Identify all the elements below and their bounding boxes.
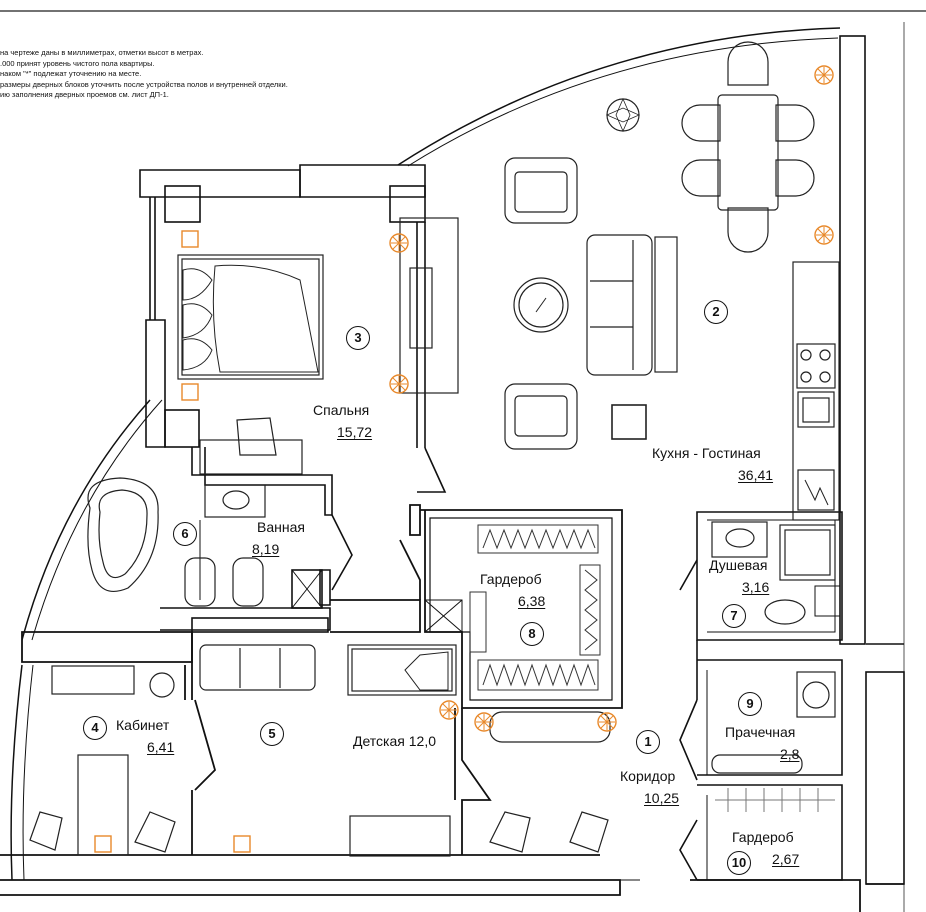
wardrobe-rails — [469, 524, 601, 691]
room-number-9: 9 — [738, 692, 762, 716]
bedroom-furniture — [177, 254, 324, 475]
kitchen-counter — [792, 261, 840, 521]
room-number-3: 3 — [346, 326, 370, 350]
room-area-corridor: 10,25 — [644, 790, 680, 806]
room-number-5: 5 — [260, 722, 284, 746]
exterior-curved-wall — [10, 27, 841, 881]
room-area-wardrobe: 6,38 — [518, 593, 546, 609]
room-number-6: 6 — [173, 522, 197, 546]
room-furniture — [29, 644, 611, 857]
drawing-notes: на чертеже даны в миллиметрах, отметки в… — [0, 48, 288, 101]
room-name-kitchen-living: Кухня - Гостиная — [652, 445, 761, 461]
room-name-bathroom: Ванная — [257, 519, 305, 535]
room-area-kitchen-living: 36,41 — [738, 467, 774, 483]
room-area-bedroom: 15,72 — [337, 424, 373, 440]
bedroom-walls — [139, 164, 447, 493]
room-name-laundry: Прачечная — [725, 724, 796, 740]
room-name-bedroom: Спальня — [313, 402, 370, 418]
wet-room-fixtures — [711, 521, 836, 812]
room-number-4: 4 — [83, 716, 107, 740]
ceiling-light-fixtures — [94, 65, 834, 853]
room-name-shower: Душевая — [709, 557, 768, 573]
bathroom-fixtures — [87, 477, 266, 607]
room-name-wardrobe: Гардероб — [480, 571, 542, 587]
room-name-wardrobe-2: Гардероб — [732, 829, 794, 845]
room-area-shower: 3,16 — [742, 579, 770, 595]
room-number-2: 2 — [704, 300, 728, 324]
room-name-kids: Детская 12,0 — [353, 733, 436, 749]
room-area-wardrobe-2: 2,67 — [772, 851, 800, 867]
room-area-laundry: 2,8 — [780, 746, 800, 762]
room-area-bathroom: 8,19 — [252, 541, 280, 557]
living-furniture — [399, 98, 678, 450]
room-number-8: 8 — [520, 622, 544, 646]
room-area-study: 6,41 — [147, 739, 175, 755]
room-number-1: 1 — [636, 730, 660, 754]
interior-walls — [21, 504, 623, 855]
note-line: на чертеже даны в миллиметрах, отметки в… — [0, 48, 204, 57]
note-line: размеры дверных блоков уточнить после ус… — [0, 79, 288, 89]
exterior-walls-right — [839, 35, 905, 885]
room-number-10: 10 — [727, 851, 751, 875]
note-line: ию заполнения дверных проемов см. лист Д… — [0, 90, 169, 99]
dining-table — [681, 41, 815, 253]
room-name-study: Кабинет — [116, 717, 170, 733]
note-line: наком "*" подлежат уточнению на месте. — [0, 69, 142, 78]
room-name-corridor: Коридор — [620, 768, 676, 784]
room-area-kids: 12,0 — [408, 733, 436, 749]
note-line: .000 принят уровень чистого пола квартир… — [0, 58, 155, 68]
room-number-7: 7 — [722, 604, 746, 628]
